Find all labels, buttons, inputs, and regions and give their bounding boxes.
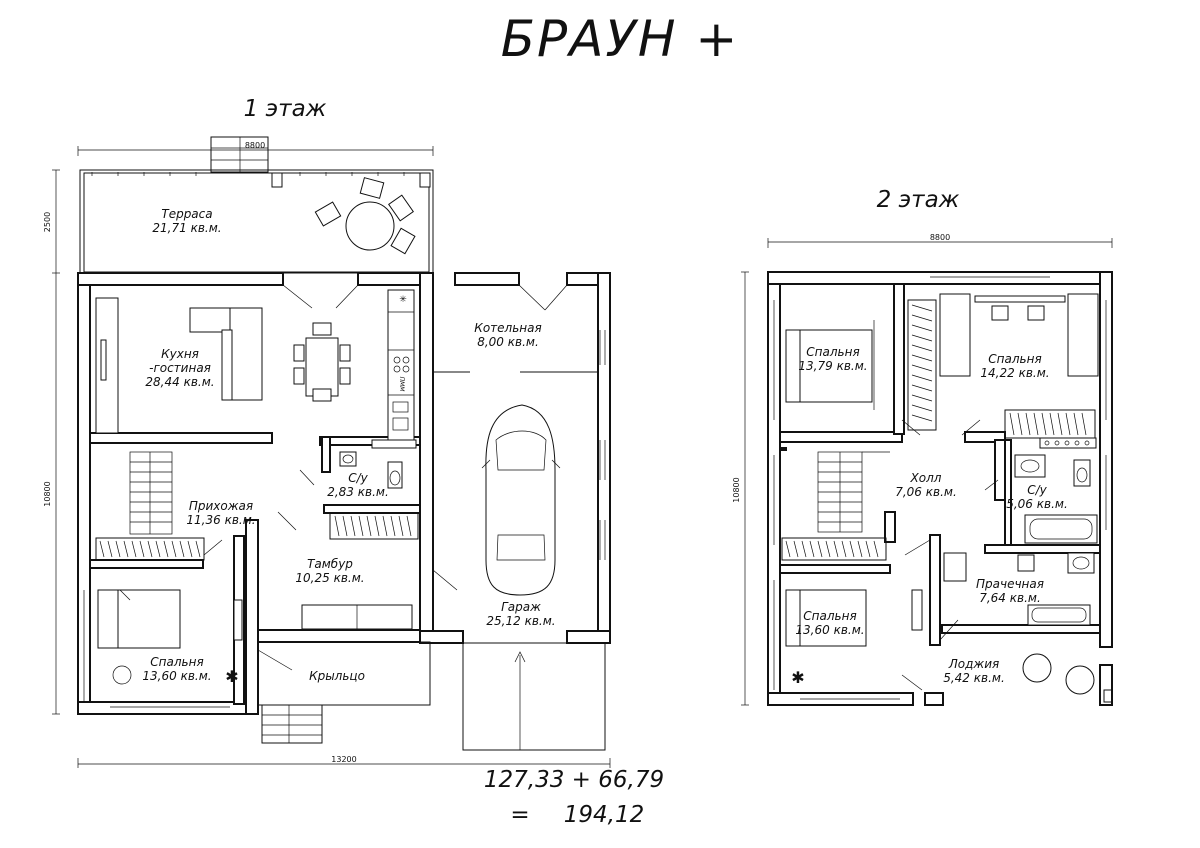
floor1-room-area-5: 10,25 кв.м. xyxy=(295,571,364,585)
floor1-room-area-0: 21,71 кв.м. xyxy=(152,221,221,235)
floor2-label: 2 этаж xyxy=(877,187,960,213)
floor2-room-area-2: 7,06 кв.м. xyxy=(895,485,957,499)
floor2-room-name-0: Спальня xyxy=(806,345,859,359)
floor1-room-name-2: Котельная xyxy=(474,321,541,335)
floor2-room-area-0: 13,79 кв.м. xyxy=(798,359,867,373)
floor1-room-name-8: Крыльцо xyxy=(309,669,365,683)
floor2-room-area-6: 5,42 кв.м. xyxy=(943,671,1005,685)
floor2-room-name-3: С/у xyxy=(1027,483,1047,497)
floor1-room-name-5: Тамбур xyxy=(307,557,353,571)
floor2-dim-side: 10800 xyxy=(732,477,741,502)
area-equals-sign: = xyxy=(510,802,529,828)
floor1-dim-bottom: 13200 xyxy=(331,755,356,764)
floor1-room-name-1-1: -гостиная xyxy=(149,361,211,375)
floor1-room-name-4: Прихожая xyxy=(189,499,253,513)
floor1-dim-top: 8800 xyxy=(245,141,265,150)
floor1-room-area-7: 13,60 кв.м. xyxy=(142,669,211,683)
svg-text:✱: ✱ xyxy=(225,667,238,686)
floor1-dim-side: 10800 xyxy=(43,481,52,506)
area-sum-expression: 127,33 + 66,79 xyxy=(484,767,664,793)
floor1-label: 1 этаж xyxy=(244,96,327,122)
floor1-room-name-0: Терраса xyxy=(161,207,212,221)
floor1-room-area-6: 25,12 кв.м. xyxy=(486,614,555,628)
floor2-room-name-1: Спальня xyxy=(988,352,1041,366)
floor2-room-name-5: Спальня xyxy=(803,609,856,623)
floor2-room-name-4: Прачечная xyxy=(976,577,1044,591)
floor2-room-name-2: Холл xyxy=(910,471,942,485)
floor1-plan: ✳ ПММ xyxy=(43,136,611,768)
floor2-room-area-5: 13,60 кв.м. xyxy=(795,623,864,637)
floor2-room-area-4: 7,64 кв.м. xyxy=(979,591,1041,605)
floor1-room-name-3: С/у xyxy=(348,471,368,485)
floor1-dim-side-top: 2500 xyxy=(43,212,52,232)
floor1-room-area-3: 2,83 кв.м. xyxy=(327,485,389,499)
plan-title: БРАУН + xyxy=(501,10,740,68)
floor1-room-name-6: Гараж xyxy=(501,600,541,614)
floor2-room-name-6: Лоджия xyxy=(948,657,1000,671)
floor1-room-area-1: 28,44 кв.м. xyxy=(145,375,214,389)
svg-text:✱: ✱ xyxy=(791,668,804,687)
dishwasher-label: ПММ xyxy=(398,377,405,393)
floor1-room-name-7: Спальня xyxy=(150,655,203,669)
floor2-room-area-3: 5,06 кв.м. xyxy=(1006,497,1068,511)
floor2-dim-top: 8800 xyxy=(930,233,950,242)
svg-text:✳: ✳ xyxy=(399,295,407,305)
area-total: 194,12 xyxy=(564,802,644,828)
floor1-room-name-1-0: Кухня xyxy=(161,347,199,361)
floor1-room-area-4: 11,36 кв.м. xyxy=(186,513,255,527)
floor2-room-area-1: 14,22 кв.м. xyxy=(980,366,1049,380)
floor1-room-area-2: 8,00 кв.м. xyxy=(477,335,539,349)
